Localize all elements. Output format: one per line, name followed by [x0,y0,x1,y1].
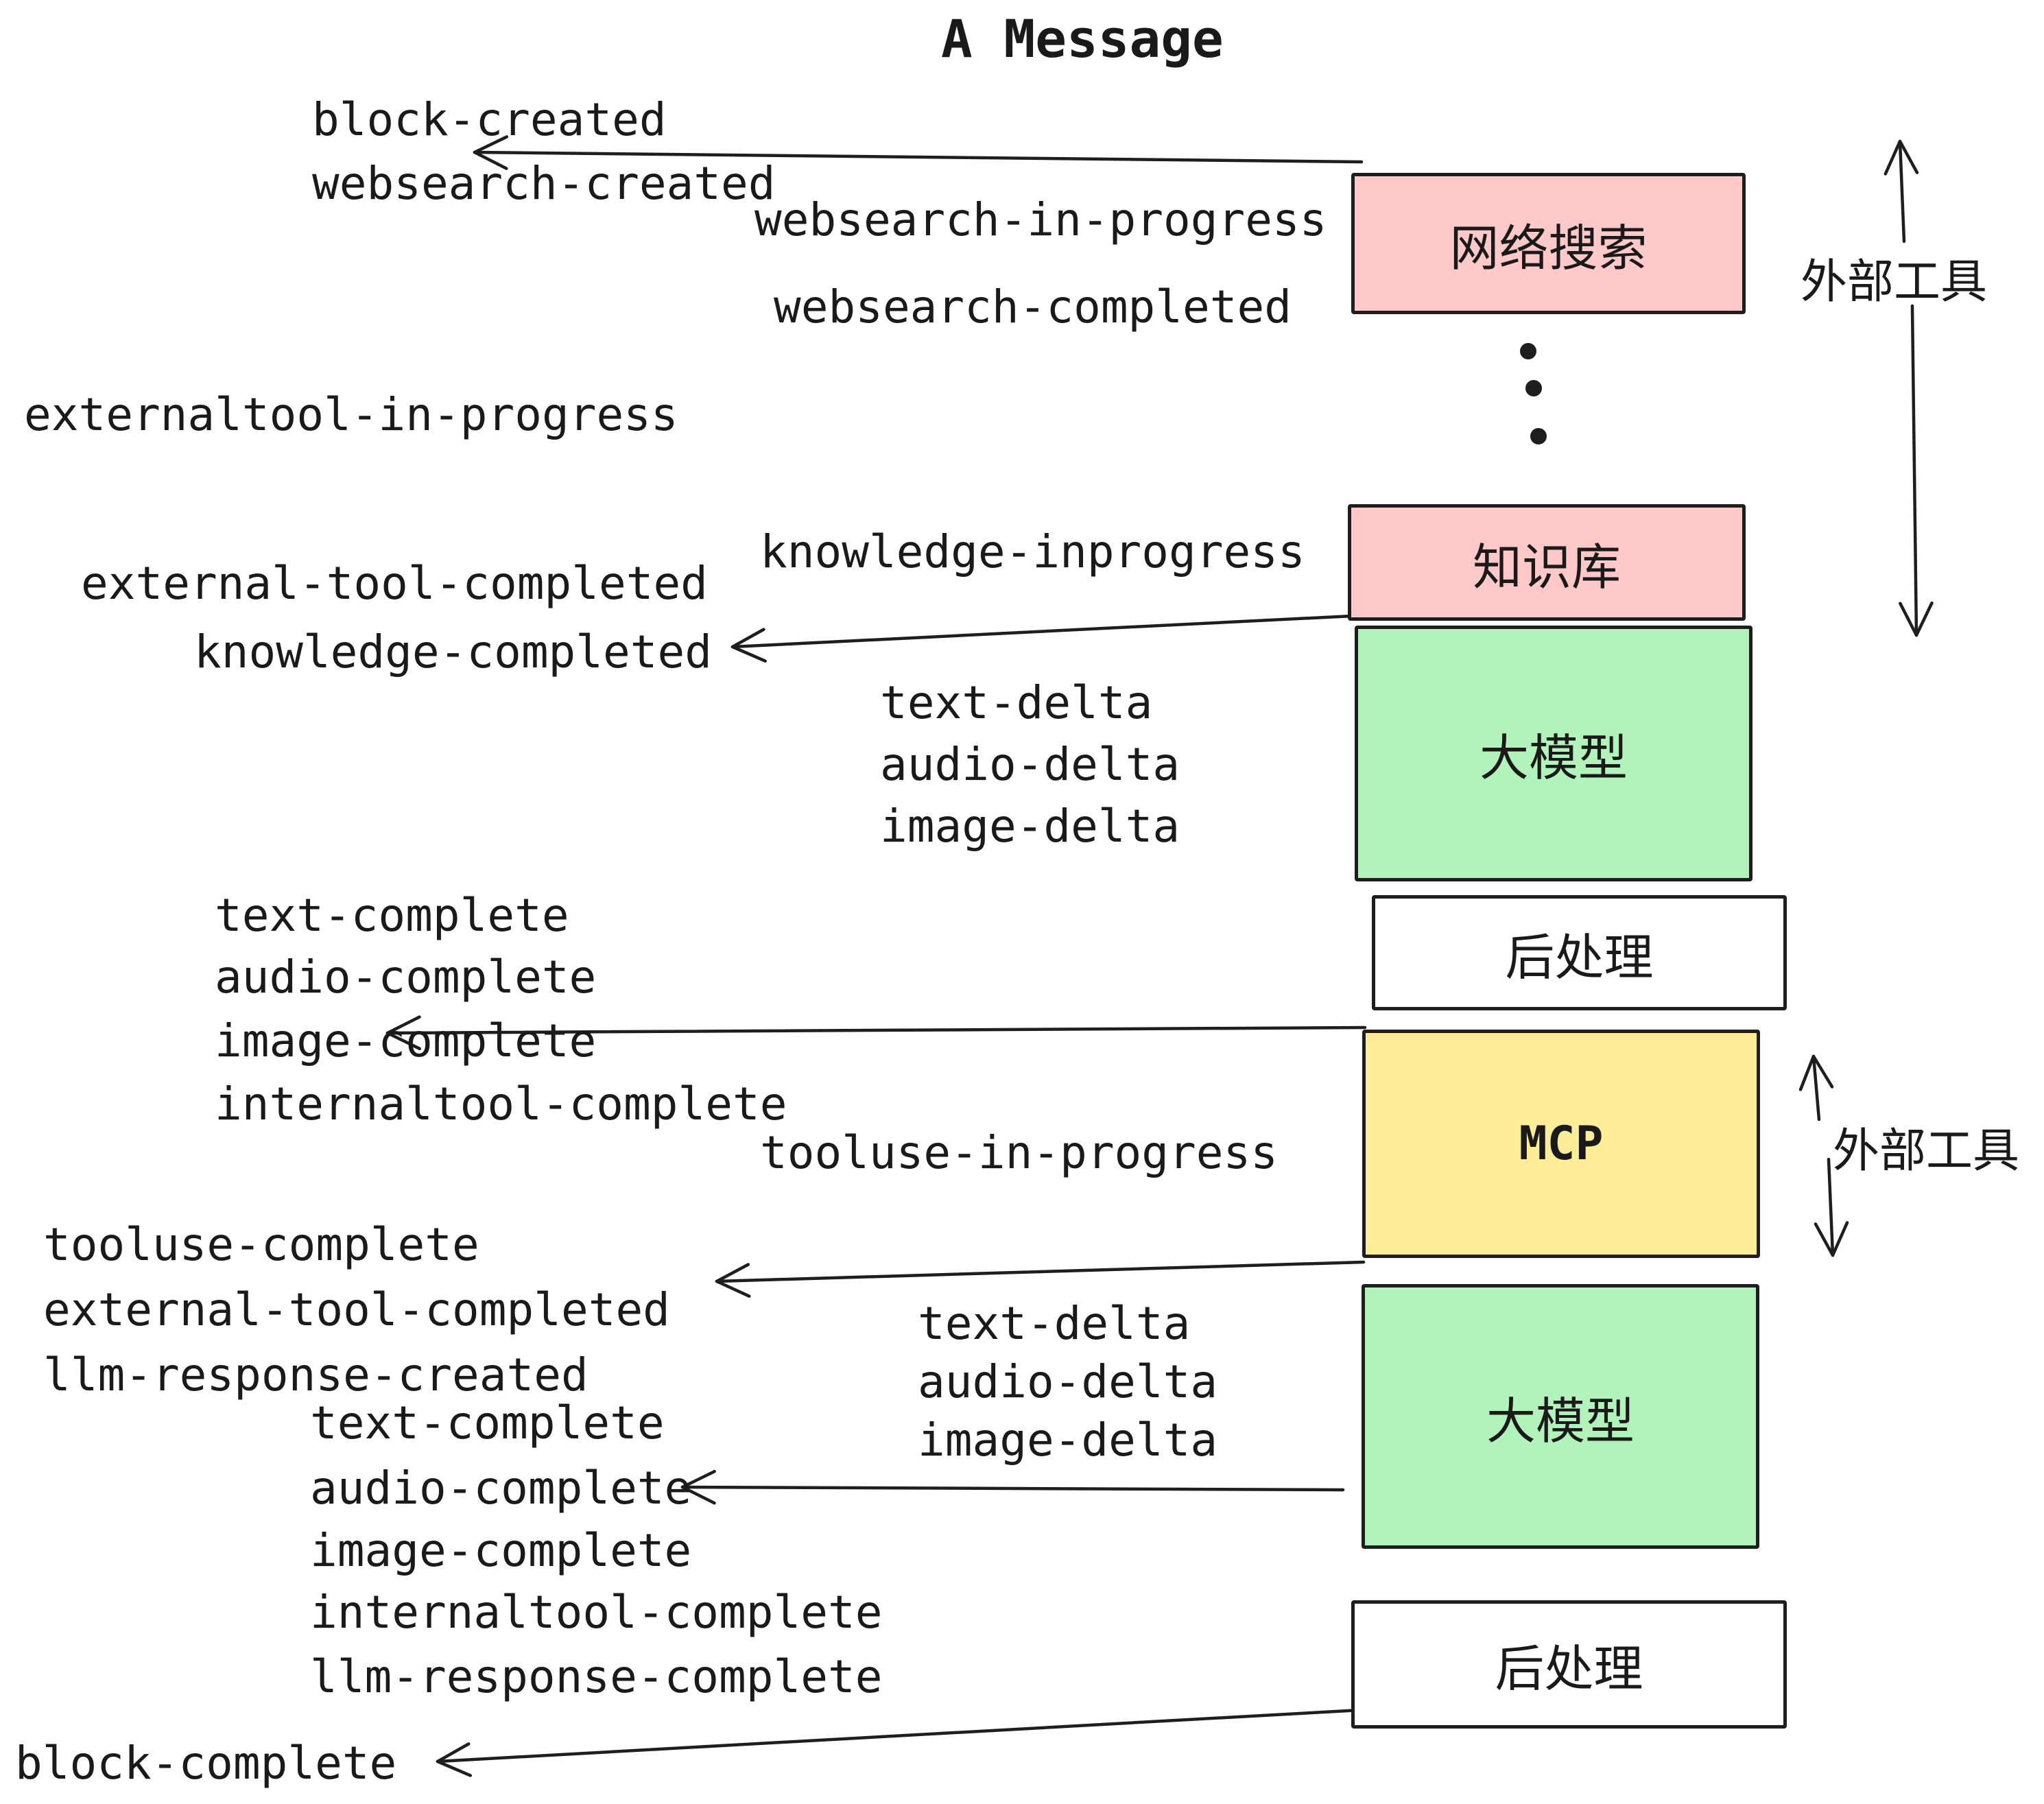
event-label: image-delta [918,1414,1218,1467]
event-label: image-delta [880,800,1180,853]
event-label: internaltool-complete [215,1078,787,1130]
flow-box-post-1: 后处理 [1372,895,1787,1010]
arrow-external-tools-up-1 [1883,139,1919,244]
event-label: llm-response-created [43,1349,589,1401]
event-label: knowledge-inprogress [760,525,1305,578]
external-tools-label: 外部工具 [1833,1124,2020,1178]
flow-box-label: 大模型 [1486,1392,1635,1450]
flow-box-label: 网络搜索 [1449,219,1648,277]
event-label: text-delta [880,676,1153,729]
flow-box-label: MCP [1519,1117,1604,1171]
flow-box-post-2: 后处理 [1351,1600,1787,1729]
event-label: websearch-created [312,157,776,210]
event-label: internaltool-complete [310,1586,883,1639]
flow-box-label: 知识库 [1472,538,1621,596]
arrow-external-tools-down-1 [1899,304,1934,637]
ellipsis-dot [1520,343,1536,359]
event-label: externaltool-in-progress [24,388,678,441]
event-label: text-complete [215,889,569,942]
event-label: websearch-in-progress [754,193,1327,246]
flow-box-llm-1: 大模型 [1355,626,1752,881]
flow-box-mcp: MCP [1362,1030,1760,1258]
event-label: audio-complete [215,951,597,1004]
event-label: audio-delta [880,738,1180,791]
event-label: llm-response-complete [310,1650,883,1703]
event-label: audio-delta [918,1355,1218,1408]
event-label: block-complete [15,1737,397,1790]
event-label: image-complete [310,1524,692,1577]
event-label: tooluse-in-progress [760,1126,1278,1179]
arrow-to-external-tool-completed [715,1260,1366,1298]
flow-box-label: 后处理 [1495,1640,1643,1698]
arrow-external-tools-up-2 [1798,1054,1834,1121]
ellipsis-dot [1525,380,1542,396]
ellipsis-dot [1530,428,1547,444]
diagram-title: A Message [941,8,1224,69]
flow-box-llm-2: 大模型 [1362,1284,1759,1549]
flow-box-knowledge: 知识库 [1348,504,1746,621]
event-label: audio-complete [310,1462,692,1515]
event-label: text-delta [918,1297,1191,1350]
event-label: tooluse-complete [43,1218,479,1271]
flow-box-websearch: 网络搜索 [1351,173,1746,314]
event-label: external-tool-completed [43,1283,670,1336]
event-label: image-complete [215,1014,597,1067]
arrow-to-knowledge-completed [730,614,1355,663]
flow-box-label: 后处理 [1505,928,1654,986]
arrow-to-block-complete [436,1707,1375,1777]
event-label: knowledge-completed [194,626,712,678]
event-label: text-complete [310,1397,665,1449]
arrow-to-audio-complete [680,1469,1345,1505]
event-label: block-created [312,93,667,146]
flow-box-label: 大模型 [1479,729,1628,787]
event-label: external-tool-completed [81,557,708,610]
external-tools-label: 外部工具 [1801,255,1988,309]
event-label: websearch-completed [774,281,1292,333]
